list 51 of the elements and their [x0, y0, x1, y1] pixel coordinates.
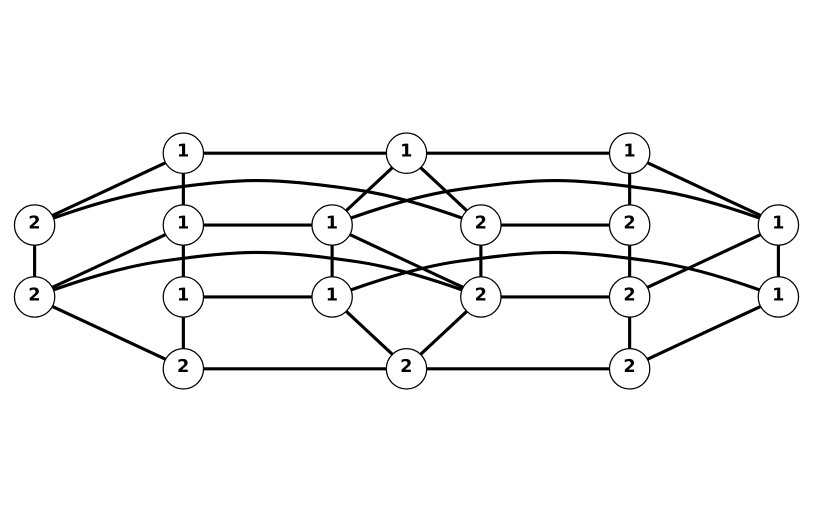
node-circle: 2 — [608, 347, 650, 390]
connector — [345, 166, 394, 212]
connector — [628, 172, 632, 204]
node-circle: 1 — [162, 276, 204, 318]
connector — [53, 178, 462, 219]
node-circle: 1 — [608, 132, 650, 174]
connector — [501, 294, 610, 298]
node-circle: 2 — [460, 204, 502, 246]
node-circle: 2 — [460, 276, 502, 318]
connector — [420, 310, 468, 355]
connector — [426, 151, 610, 154]
node-circle: 2 — [14, 204, 56, 246]
connector — [646, 304, 761, 360]
connector — [647, 161, 762, 216]
connector — [479, 244, 482, 276]
connector — [350, 178, 760, 219]
connector — [345, 310, 394, 355]
node-circle: 2 — [608, 204, 650, 246]
connector — [204, 223, 312, 226]
connector — [52, 304, 166, 360]
connector — [33, 244, 36, 276]
connector — [350, 250, 760, 291]
connector — [52, 161, 166, 216]
connector — [646, 232, 761, 288]
connector — [52, 232, 166, 288]
connector — [182, 172, 185, 204]
node-circle: 1 — [311, 204, 353, 246]
connector — [204, 366, 386, 370]
connector — [204, 294, 312, 298]
connector — [628, 316, 632, 348]
connector — [53, 250, 462, 291]
node-circle: 1 — [162, 132, 204, 174]
connector — [426, 366, 610, 370]
node-circle: 2 — [162, 347, 204, 390]
node-circle: 1 — [162, 204, 204, 246]
connector — [501, 223, 610, 226]
connector — [182, 316, 185, 348]
node-circle: 1 — [386, 132, 428, 174]
node-circle: 2 — [608, 276, 650, 318]
connector — [628, 244, 632, 276]
connector — [330, 244, 334, 276]
node-circle: 1 — [758, 276, 800, 318]
connector — [420, 166, 468, 212]
node-circle: 2 — [386, 347, 428, 390]
connector — [776, 244, 780, 276]
connector — [182, 244, 185, 276]
connector — [204, 151, 386, 154]
node-circle: 1 — [758, 204, 800, 246]
node-circle: 1 — [311, 276, 353, 318]
node-circle: 2 — [14, 276, 56, 318]
connector — [350, 232, 464, 288]
